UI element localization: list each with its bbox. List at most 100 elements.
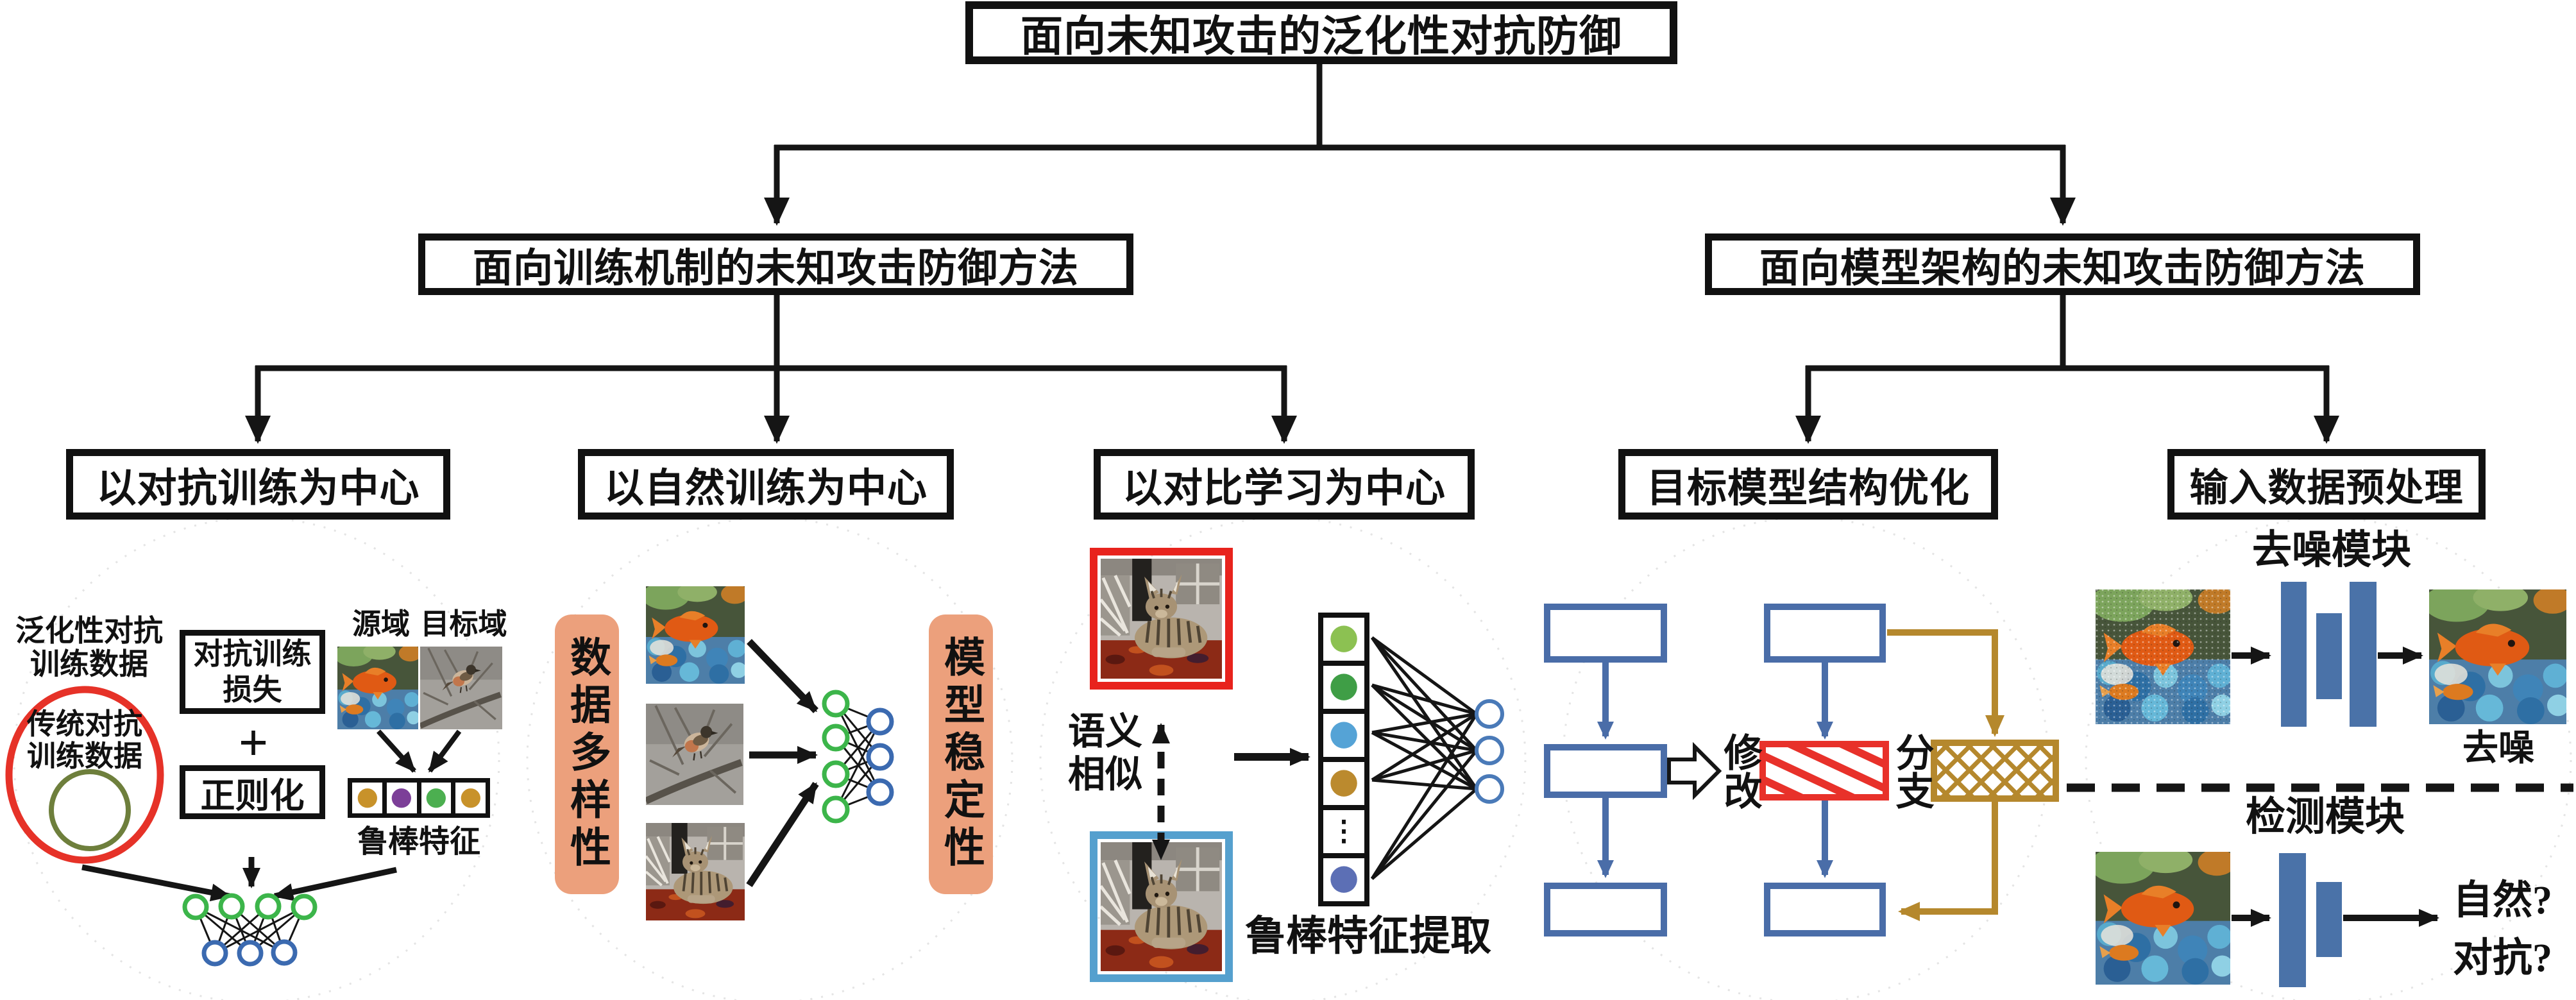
modify-block-arrow-icon [1667, 742, 1722, 801]
robust-feature-extraction-label: 鲁棒特征提取 [1245, 913, 1491, 959]
denoiser-encoder-bar [2281, 582, 2307, 727]
tree-root-label: 面向未知攻击的泛化性对抗防御 [1021, 13, 1622, 60]
data-diversity-banner: 数据多样性 [555, 614, 619, 894]
generalized-data-label: 泛化性对抗 训练数据 [15, 614, 163, 681]
model-layer-box [1544, 744, 1667, 798]
feature-cell [1323, 618, 1364, 661]
anchor-cat-photo [1090, 548, 1233, 690]
leaf-structure-optimization-box: 目标模型结构优化 [1618, 449, 1998, 520]
source-domain-photo [337, 647, 418, 729]
feature-dot-light-green [1330, 625, 1357, 653]
robust-feature-label: 鲁棒特征 [357, 825, 480, 859]
source-to-feature-arrow [377, 729, 416, 773]
robust-feature-strip [348, 778, 490, 818]
leaf-structure-optimization-label: 目标模型结构优化 [1646, 467, 1970, 511]
denoiser-decoder-bar [2350, 582, 2377, 727]
s2-arrows [746, 639, 819, 888]
leaf-input-preprocessing-label: 输入数据预处理 [2189, 466, 2464, 509]
denoiser-bottleneck-bar [2316, 613, 2342, 699]
tree-connectors [245, 64, 2339, 444]
branch-gold-path [1887, 629, 2004, 921]
diverse-fish-photo [646, 586, 745, 684]
s1-arrows [81, 729, 462, 902]
denoised-fish-photo [2429, 589, 2566, 724]
denoise-module-title: 去噪模块 [2251, 529, 2411, 572]
target-to-feature-arrow [427, 729, 462, 773]
venn-to-network-arrow [81, 864, 232, 902]
feature-cell [1323, 666, 1364, 709]
venn-generalized-ellipse [5, 686, 164, 864]
feature-ellipsis-cell: ⋮ [1323, 810, 1364, 853]
detect-input-fish-photo [2096, 852, 2230, 985]
detect-module-title: 检测模块 [2245, 795, 2405, 839]
feature-dot-purple [391, 788, 412, 808]
adversarial-loss-box: 对抗训练 损失 [180, 630, 325, 714]
feature-cell [455, 783, 486, 813]
venn-traditional-circle [49, 769, 131, 851]
cat-to-network-arrow [746, 781, 819, 888]
branch-label: 分支 [1890, 733, 1933, 809]
tree-branch-training-label: 面向训练机制的未知攻击防御方法 [472, 247, 1079, 291]
s1-nn-green-nodes [182, 893, 318, 920]
s3-output-nodes [1475, 699, 1504, 804]
s2-neural-network [822, 690, 894, 824]
feature-dot-blue [1330, 722, 1357, 749]
leaf-natural-training-label: 以自然训练为中心 [604, 467, 928, 511]
leaf-input-preprocessing-box: 输入数据预处理 [2167, 449, 2486, 520]
noisy-fish-photo [2096, 589, 2230, 724]
traditional-data-label: 传统对抗 训练数据 [26, 708, 142, 773]
model-layer-box [1764, 883, 1886, 936]
leaf-adversarial-training-label: 以对抗训练为中心 [96, 467, 420, 511]
feature-dot-gold-2 [461, 788, 480, 808]
branch-out-arrow [1898, 800, 1998, 921]
model-layer-box [1764, 604, 1886, 663]
s5-arrows [2232, 647, 2439, 927]
feature-dot-gold-1 [357, 788, 377, 808]
diverse-cat-photo [646, 823, 745, 920]
s1-neural-network [182, 893, 318, 967]
tree-branch-architecture-box: 面向模型架构的未知攻击防御方法 [1705, 233, 2420, 295]
natural-question-label: 自然? [2453, 879, 2553, 922]
tree-branch-training-box: 面向训练机制的未知攻击防御方法 [418, 233, 1133, 295]
adversarial-question-label: 对抗? [2453, 936, 2553, 980]
feature-to-network-arrow [273, 867, 397, 901]
detector-layer-bar-2 [2316, 882, 2342, 957]
robust-feature-column: ⋮ [1318, 613, 1369, 906]
plus-sign: + [238, 713, 269, 772]
leaf-natural-training-box: 以自然训练为中心 [578, 449, 954, 520]
s4-blue-arrows [1597, 663, 1833, 878]
s2-nn-blue-nodes [866, 708, 894, 806]
target-domain-photo [420, 647, 502, 729]
modify-label: 修改 [1718, 733, 1761, 809]
tree-branch-architecture-label: 面向模型架构的未知攻击防御方法 [1759, 247, 2366, 291]
fish-to-network-arrow [747, 639, 818, 713]
semantic-similarity-label: 语义 相似 [1067, 711, 1142, 795]
feature-cell [1323, 762, 1364, 805]
model-layer-box [1544, 604, 1667, 663]
positive-cat-photo [1090, 831, 1233, 982]
feature-cell [1323, 858, 1364, 901]
feature-cell [352, 783, 382, 813]
diverse-bird-photo [646, 704, 743, 805]
detector-layer-bar-1 [2279, 853, 2306, 987]
feature-dot-green [426, 788, 446, 808]
leaf-contrastive-learning-label: 以对比学习为中心 [1122, 467, 1446, 511]
denoise-result-label: 去噪 [2462, 729, 2534, 768]
leaf-adversarial-training-box: 以对抗训练为中心 [66, 449, 450, 520]
s1-nn-blue-nodes [201, 939, 298, 967]
venn-diagram [5, 686, 164, 864]
feature-cell [386, 783, 417, 813]
leaf-contrastive-learning-box: 以对比学习为中心 [1094, 449, 1475, 520]
s2-nn-green-nodes [822, 690, 850, 824]
model-stability-banner: 模型稳定性 [929, 614, 993, 894]
modified-layer-hatched-box [1759, 741, 1889, 801]
target-domain-label: 目标域 [420, 608, 507, 640]
model-layer-box [1544, 883, 1667, 936]
feature-dot-green [1330, 674, 1357, 701]
feature-dot-gold [1330, 770, 1357, 797]
s3-feature-links [1370, 636, 1479, 880]
feature-dot-slate [1330, 866, 1357, 894]
feature-cell [1323, 714, 1364, 757]
